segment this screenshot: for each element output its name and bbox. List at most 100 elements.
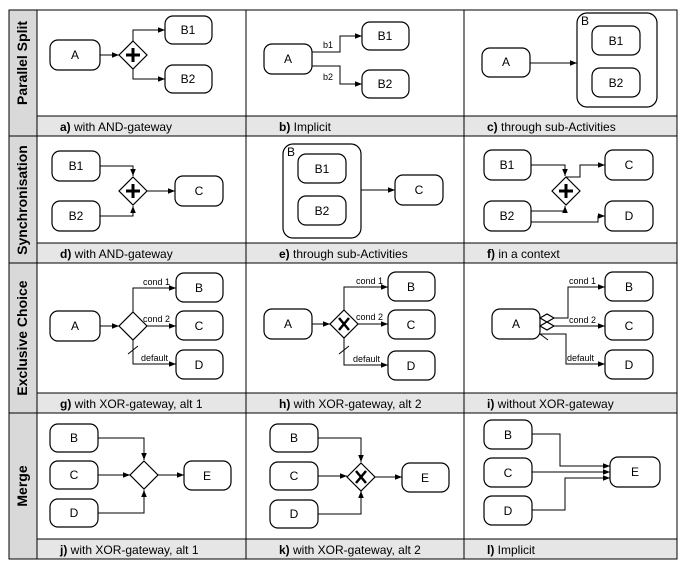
task-a-label: A (512, 317, 520, 331)
diagram-i: A cond 1 cond 2 default B C D (491, 271, 654, 380)
task-b2 (297, 195, 347, 226)
task-c-label: C (504, 466, 513, 480)
conditional-flow-marker-2 (538, 321, 556, 331)
caption-h: h) with XOR-gateway, alt 2 (279, 397, 422, 411)
task-b2-label: B2 (69, 209, 84, 223)
task-e (609, 456, 661, 488)
task-c (394, 174, 444, 206)
task-c-label: C (415, 183, 424, 197)
diagram-l: B C D E (483, 419, 661, 526)
task-e-label: E (631, 465, 639, 479)
task-b1-label: B1 (69, 159, 84, 173)
flow-label-cond2: cond 2 (356, 312, 383, 322)
diagram-j: B C D E (49, 423, 232, 528)
x-icon (355, 470, 367, 484)
flow-label-cond2: cond 2 (569, 315, 596, 325)
task-c (175, 310, 224, 341)
caption-g: g) with XOR-gateway, alt 1 (60, 397, 203, 411)
caption-e: e) through sub-Activities (279, 247, 408, 261)
task-d (604, 349, 654, 380)
task-b2 (483, 200, 532, 232)
flow-label-cond1: cond 1 (356, 276, 383, 286)
task-e (183, 460, 232, 491)
task-c-label: C (625, 319, 634, 333)
conditional-flow-marker-1 (538, 313, 556, 323)
plus-icon (126, 184, 140, 198)
caption-b: b) Implicit (279, 120, 332, 134)
caption-f: f) in a context (487, 247, 560, 261)
plus-icon (559, 184, 573, 198)
task-b1 (164, 15, 213, 45)
task-b2 (164, 64, 213, 94)
task-a-label: A (284, 317, 292, 331)
caption-j: j) with XOR-gateway, alt 1 (59, 543, 199, 557)
caption-l: l) Implicit (487, 543, 536, 557)
task-c-label: C (195, 184, 204, 198)
task-b1 (591, 25, 641, 56)
task-c-label: C (195, 319, 204, 333)
caption-k: k) with XOR-gateway, alt 2 (279, 543, 421, 557)
task-b1-label: B1 (315, 162, 330, 176)
task-a-label: A (284, 52, 292, 66)
flow-label-default: default (567, 353, 595, 363)
task-d-label: D (195, 358, 204, 372)
task-b2-label: B2 (378, 77, 393, 91)
table-grid (8, 9, 678, 560)
task-b (175, 272, 224, 303)
task-c (387, 309, 436, 340)
caption-strip-2 (37, 243, 677, 263)
diagram-d: B1 B2 C (51, 150, 224, 232)
task-b-label: B (407, 280, 415, 294)
task-d (387, 350, 436, 381)
diagram-a: A B1 B2 (49, 15, 213, 94)
flow-label-cond2: cond 2 (143, 314, 170, 324)
caption-strip-1 (37, 116, 677, 136)
task-a (491, 308, 541, 340)
task-e-label: E (203, 469, 211, 483)
xor-gateway-empty (129, 460, 159, 490)
flow-label-default: default (141, 353, 169, 363)
diagram-b: A b1 b2 B1 B2 (263, 21, 410, 99)
task-b1-label: B1 (500, 158, 515, 172)
diagram-e: B B1 B2 C (282, 143, 444, 239)
task-d (604, 200, 654, 232)
task-c (174, 175, 224, 207)
task-d (175, 349, 224, 380)
task-b1-label: B1 (609, 34, 624, 48)
row-label-synchronisation: Synchronisation (14, 145, 30, 255)
task-b1-label: B1 (378, 29, 393, 43)
diagram-f: B1 B2 C D (483, 149, 654, 232)
task-b2 (361, 69, 410, 99)
caption-strip-4 (37, 539, 677, 559)
task-d-label: D (290, 507, 299, 521)
subprocess-b-label: B (287, 145, 295, 159)
diagram-h: A cond 1 cond 2 default B C D (263, 271, 436, 381)
task-d-label: D (625, 358, 634, 372)
task-b-label: B (290, 431, 298, 445)
caption-a: a) with AND-gateway (60, 120, 172, 134)
task-c (604, 149, 654, 181)
task-b2-label: B2 (181, 72, 196, 86)
task-c-label: C (70, 468, 79, 482)
task-b2-label: B2 (609, 76, 624, 90)
caption-c: c) through sub-Activities (487, 120, 616, 134)
subprocess-b-label: B (581, 14, 589, 28)
task-d-label: D (70, 506, 79, 520)
task-a-label: A (71, 48, 79, 62)
task-c-label: C (625, 158, 634, 172)
task-c-label: C (290, 469, 299, 483)
flow-label-b1: b1 (323, 40, 333, 50)
flow-label-default: default (353, 354, 381, 364)
diagram-c: A B B1 B2 (481, 12, 658, 108)
task-b1 (361, 21, 410, 51)
task-b1-label: B1 (181, 23, 196, 37)
flow-label-cond1: cond 1 (143, 277, 170, 287)
row-label-parallel-split: Parallel Split (14, 21, 30, 105)
task-e (401, 462, 450, 493)
caption-i: i) without XOR-gateway (487, 397, 614, 411)
task-b-label: B (195, 281, 203, 295)
task-a-label: A (71, 319, 79, 333)
task-a-label: A (502, 55, 510, 69)
flow-label-cond1: cond 1 (569, 276, 596, 286)
